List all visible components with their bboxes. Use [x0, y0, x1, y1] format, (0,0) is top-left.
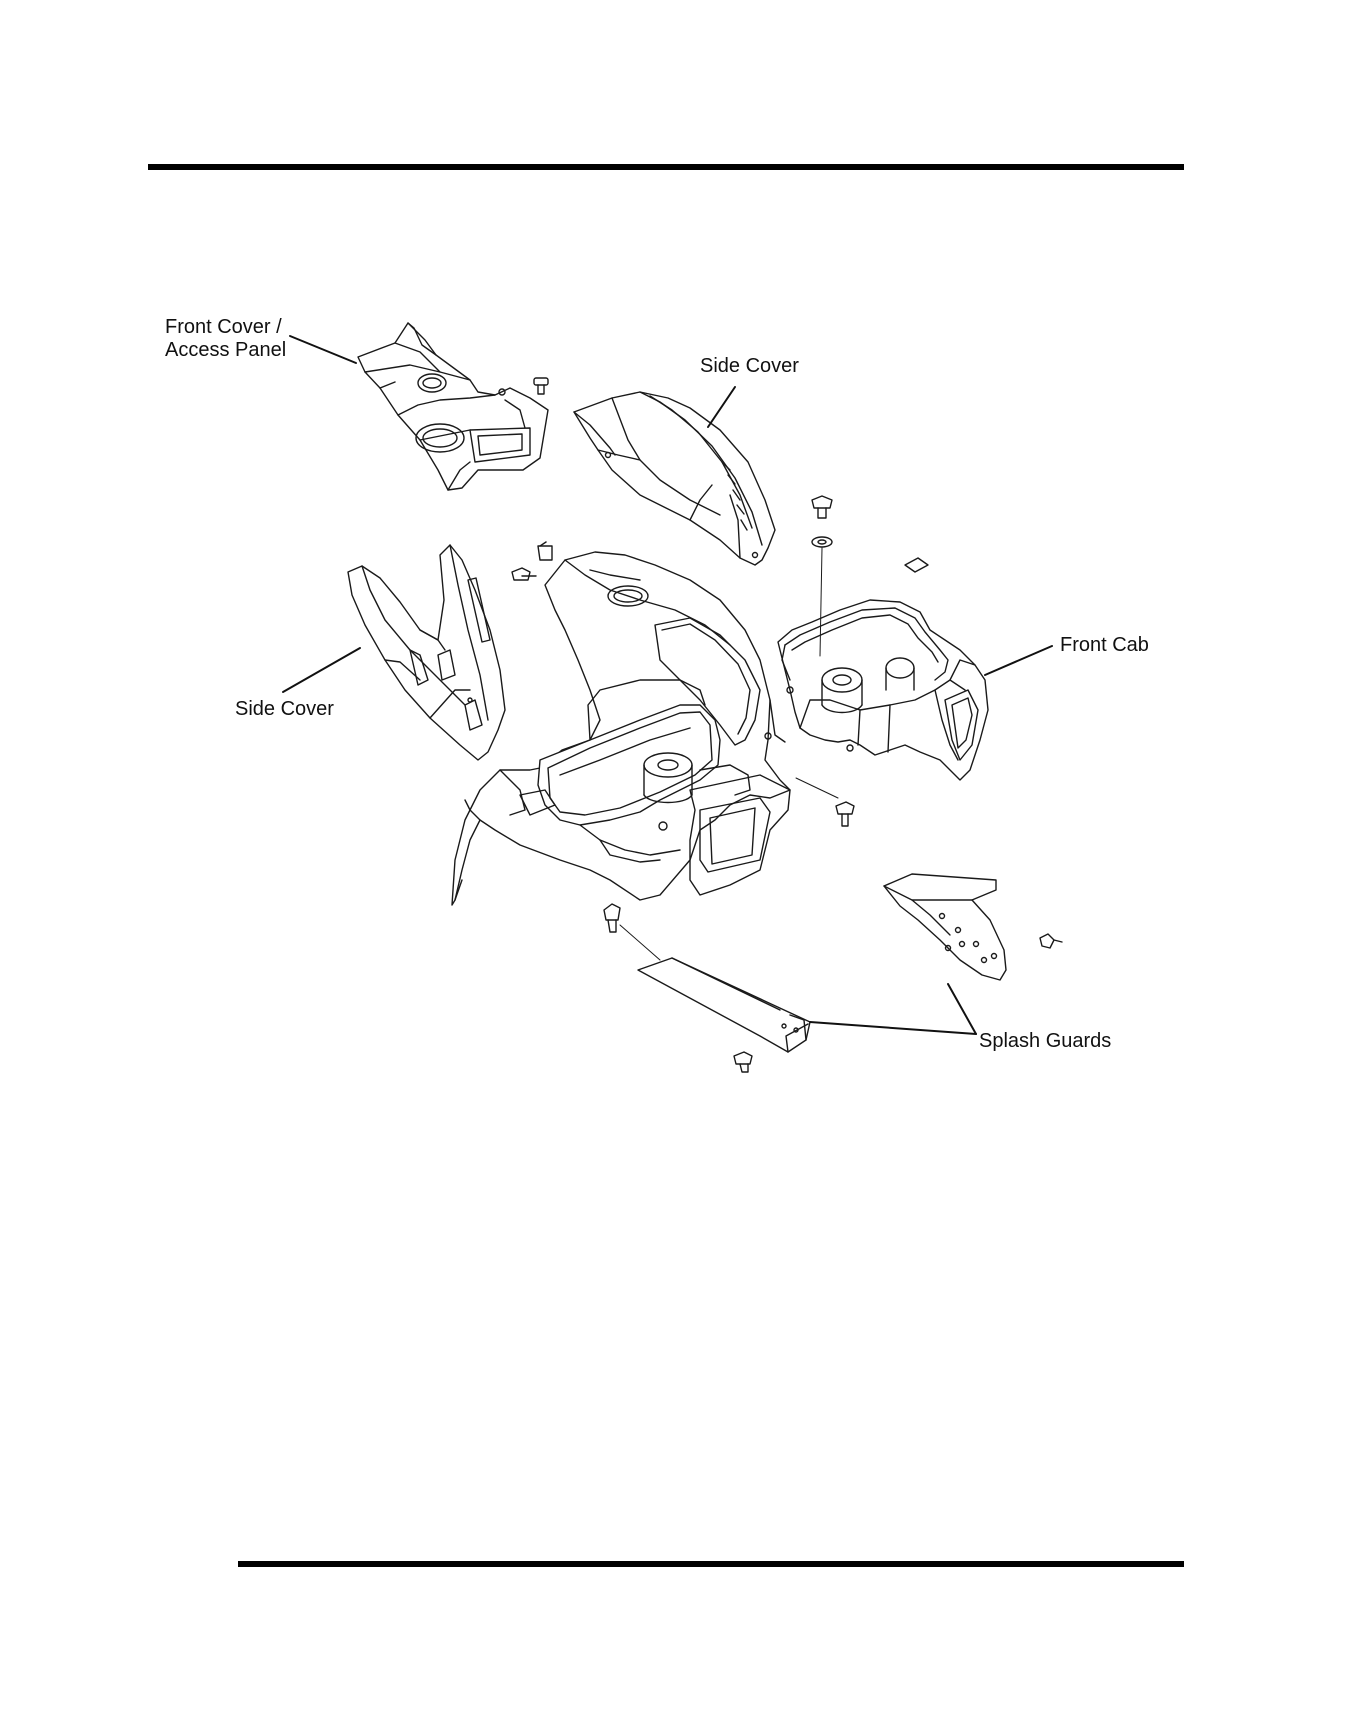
main-body-fender [452, 552, 790, 905]
fastener-8 [1040, 934, 1062, 948]
front-cover-access-panel [358, 323, 548, 490]
label-front-cover-line1: Front Cover / [165, 316, 286, 339]
fastener-3 [538, 542, 552, 560]
fastener-6 [604, 904, 620, 932]
label-front-cover-line2: Access Panel [165, 339, 286, 362]
label-front-cover: Front Cover / Access Panel [165, 316, 286, 362]
label-splash-guards: Splash Guards [979, 1030, 1111, 1053]
splash-guard-bracket [884, 874, 1006, 980]
footer-rule [238, 1561, 1184, 1567]
splash-guard-long [638, 958, 810, 1052]
fastener-4 [512, 568, 536, 580]
fastener-5 [836, 802, 854, 826]
side-cover-left [348, 545, 505, 760]
front-cab [778, 558, 988, 780]
fastener-1 [534, 378, 548, 394]
side-cover-top [574, 392, 775, 565]
fastener-2 [812, 496, 832, 547]
label-front-cab: Front Cab [1060, 634, 1149, 657]
label-side-cover-left: Side Cover [235, 698, 334, 721]
label-side-cover-top: Side Cover [700, 355, 799, 378]
fastener-7 [734, 1052, 752, 1072]
